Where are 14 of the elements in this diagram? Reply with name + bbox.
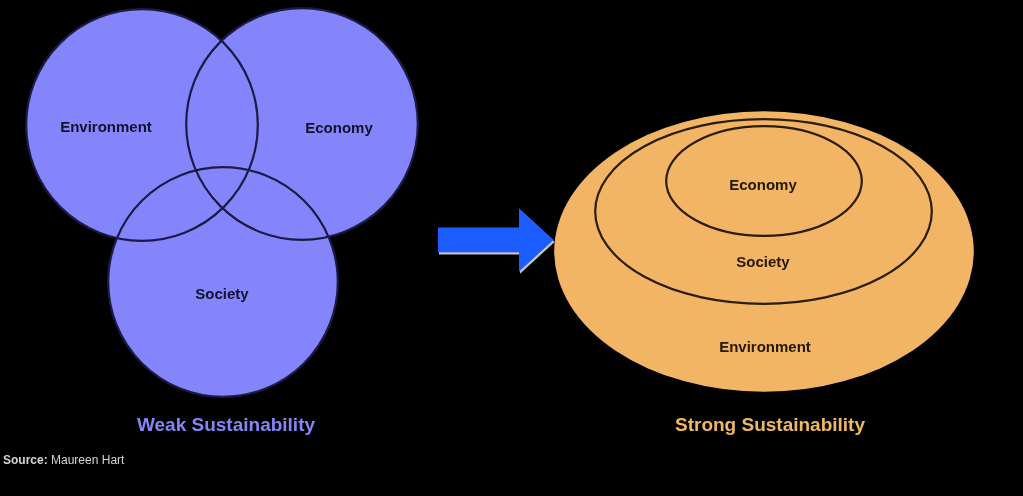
nested-ellipse: [553, 110, 975, 393]
node-label: Environment: [719, 338, 811, 356]
node-label: Society: [736, 253, 790, 271]
nested-ellipse: [594, 118, 933, 305]
diagram-caption: Strong Sustainability: [675, 414, 865, 436]
node-label: Environment: [60, 118, 152, 136]
source-note: Source: Maureen Hart: [3, 454, 125, 468]
diagram-caption: Weak Sustainability: [136, 414, 316, 436]
block-arrow: [438, 208, 554, 272]
venn-circle: [107, 166, 339, 398]
node-label: Economy: [729, 176, 797, 194]
node-label: Economy: [305, 119, 373, 137]
node-label: Society: [195, 285, 249, 303]
nested-ellipse: [665, 125, 863, 237]
